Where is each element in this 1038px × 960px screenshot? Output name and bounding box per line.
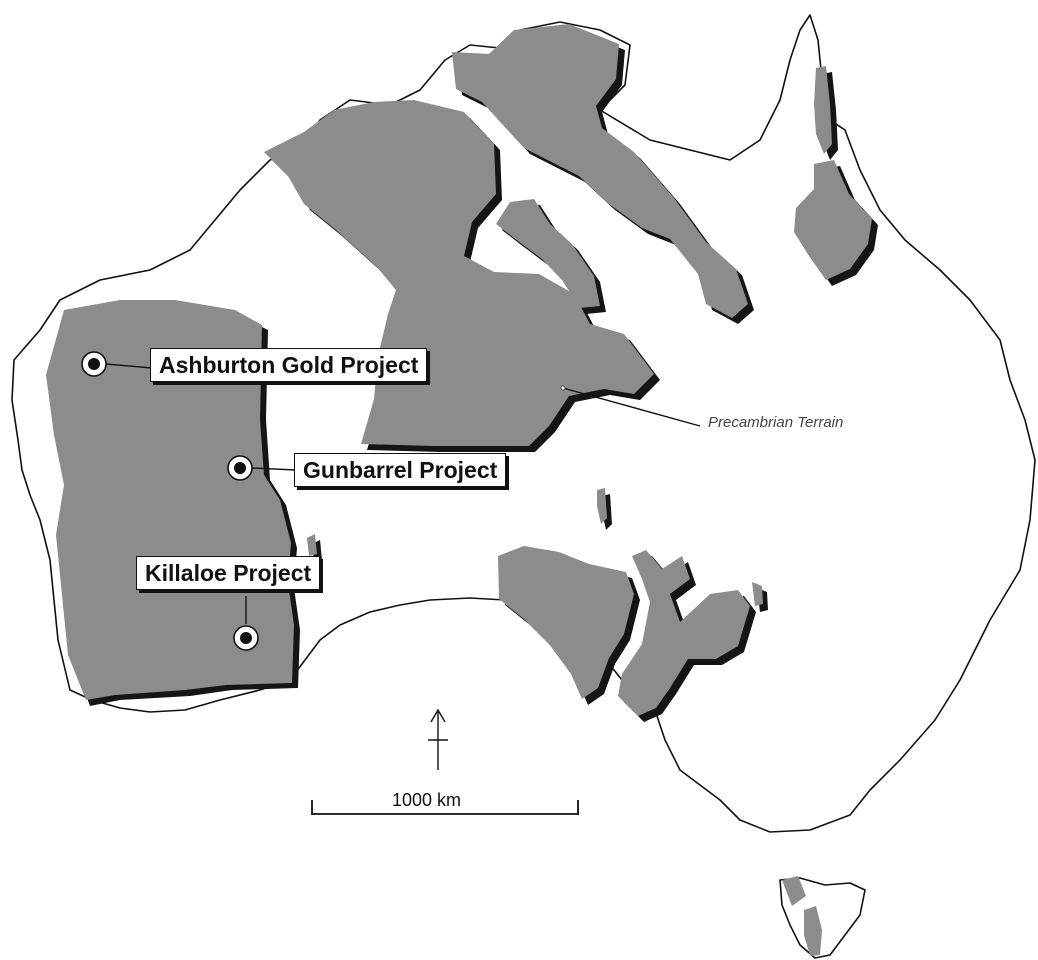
killaloe-label: Killaloe Project: [136, 556, 321, 590]
ashburton-leader: [105, 363, 153, 369]
ashburton-marker: [81, 351, 107, 377]
scale-bar-label: 1000 km: [392, 790, 462, 810]
ashburton-label: Ashburton Gold Project: [150, 348, 428, 382]
killaloe-marker: [233, 625, 259, 651]
gunbarrel-label: Gunbarrel Project: [294, 453, 507, 487]
precambrian-terrain: [46, 24, 872, 956]
scale-bar: [311, 800, 579, 815]
precambrian-terrain-label: Precambrian Terrain: [708, 414, 844, 431]
gunbarrel-leader: [251, 467, 297, 471]
north-arrow-icon: [428, 708, 448, 770]
gunbarrel-marker: [227, 455, 253, 481]
terrain-leader: [562, 387, 701, 427]
